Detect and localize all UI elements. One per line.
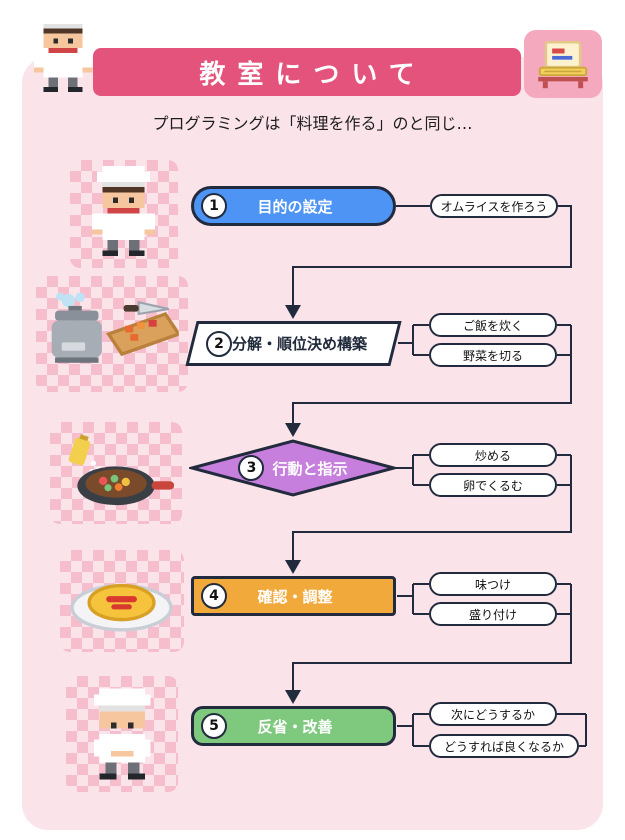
subtitle: プログラミングは「料理を作る」のと同じ…: [152, 114, 473, 133]
step-label: 行動と指示: [272, 459, 348, 478]
step-number-badge: 5: [201, 713, 227, 739]
step-number-badge: 4: [201, 583, 227, 609]
output-label: 味つけ: [429, 572, 557, 596]
pixel-chef-icon: [24, 6, 102, 100]
stir-fry-art-patch: [50, 422, 182, 524]
bowing-chef-icon: [73, 683, 172, 785]
omurice-plate-icon: [67, 556, 176, 646]
output-label: 次にどうするか: [429, 702, 557, 726]
flow-step-2: 2 分解・順位決め構築: [185, 321, 402, 366]
step-number-badge: 1: [201, 193, 227, 219]
step-label: 分解・順位決め構築: [232, 335, 368, 353]
page-title: 教室について: [199, 59, 427, 90]
output-label: オムライスを作ろう: [430, 194, 558, 218]
output-label: どうすれば良くなるか: [429, 734, 579, 758]
step-label: 確認・調整: [257, 587, 333, 606]
step-number-badge: 2: [206, 330, 232, 357]
rice-cooker-and-cutting-board-icon: [45, 283, 179, 385]
step-content: 3 行動と指示: [189, 438, 397, 498]
title-banner: 教室について: [93, 48, 521, 96]
laptop-tile: [524, 30, 602, 98]
flow-step-4: 4 確認・調整: [191, 576, 396, 616]
output-label: 炒める: [429, 443, 557, 467]
laptop-on-desk-icon: [532, 37, 594, 91]
step-number-badge: 3: [238, 455, 265, 481]
step-label: 反省・改善: [257, 717, 333, 736]
flow-step-3: 3 行動と指示: [189, 438, 397, 498]
output-label: 卵でくるむ: [429, 473, 557, 497]
omurice-art-patch: [60, 550, 184, 652]
step-content: 2 分解・順位決め構築: [194, 324, 393, 363]
output-label: ご飯を炊く: [429, 313, 557, 337]
chef-icon: [76, 166, 171, 261]
chef-art-patch: [70, 160, 178, 268]
bowing-chef-art-patch: [66, 676, 178, 792]
output-label: 盛り付け: [429, 602, 557, 626]
flow-step-1: 1 目的の設定: [191, 186, 396, 226]
stir-fry-pan-icon: [58, 428, 174, 518]
flow-step-5: 5 反省・改善: [191, 706, 396, 746]
cooking-prep-art-patch: [36, 276, 188, 392]
output-label: 野菜を切る: [429, 343, 557, 367]
step-label: 目的の設定: [257, 197, 333, 216]
